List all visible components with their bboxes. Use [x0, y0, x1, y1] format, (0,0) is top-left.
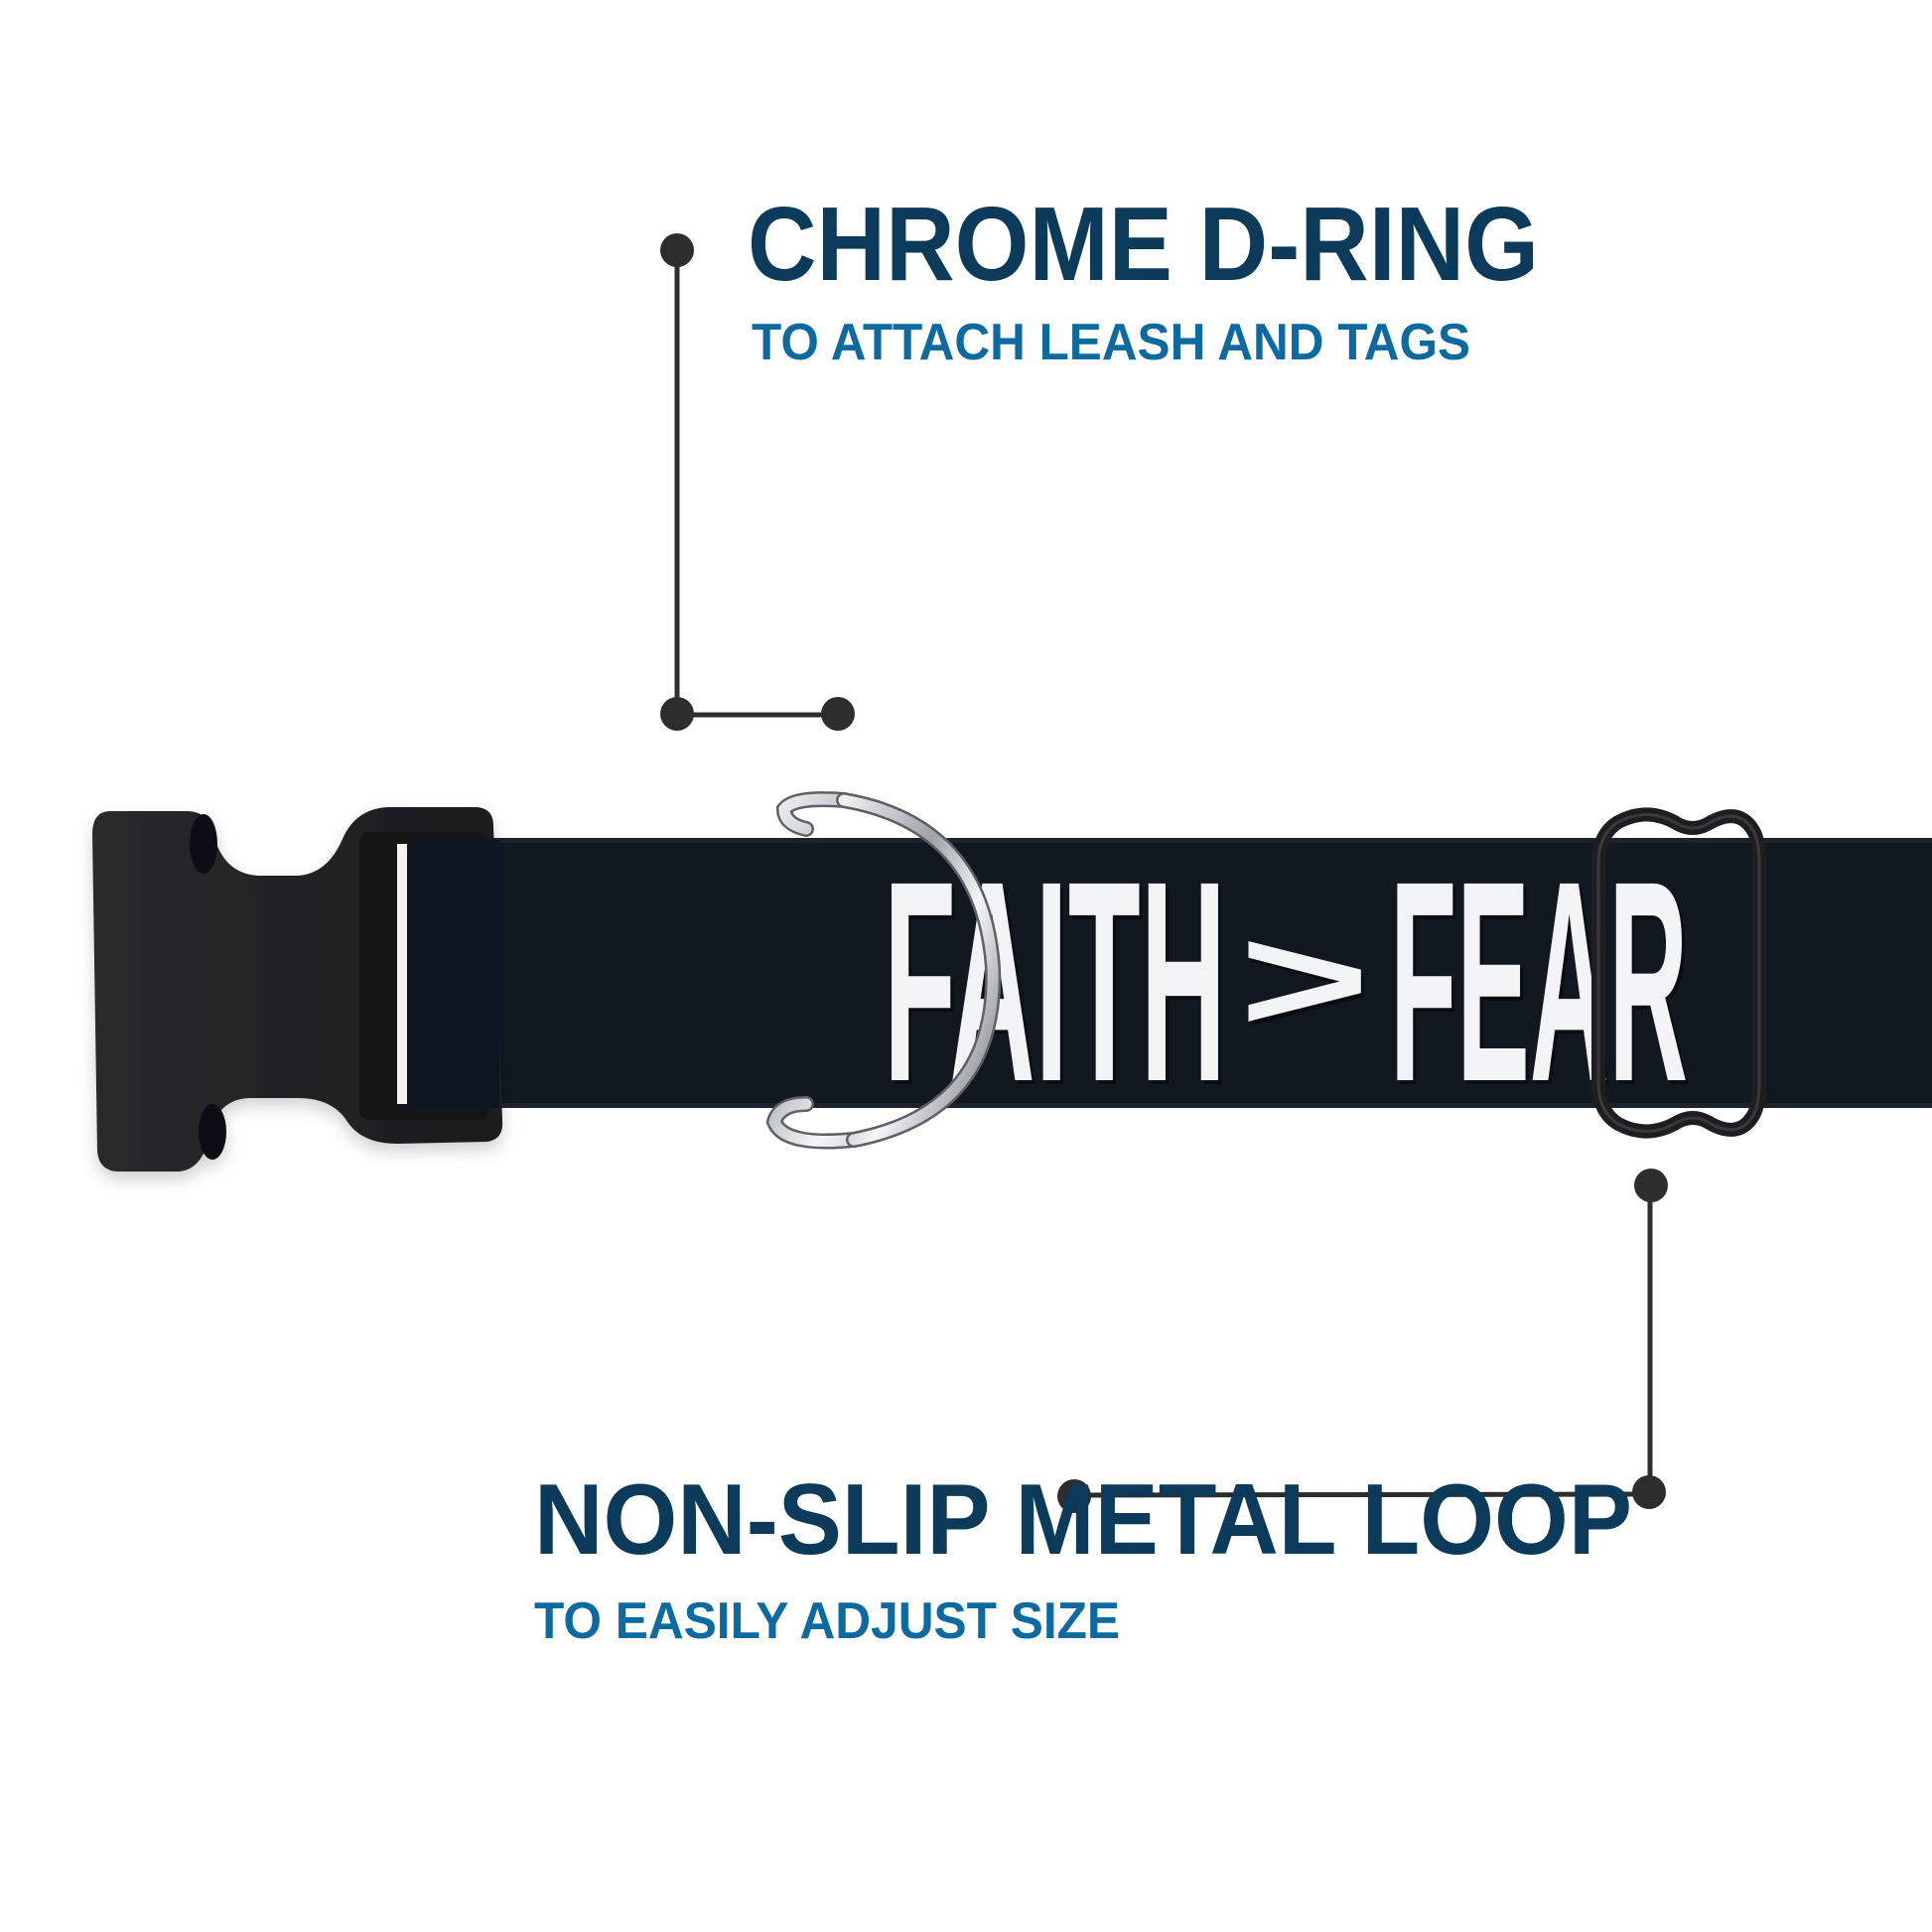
strap-word-fear-shadow: FEAR [1393, 826, 1691, 1146]
strap-word-faith-face: FAITH [884, 822, 1226, 1142]
callout-subtitle: TO EASILY ADJUST SIZE [534, 1592, 1120, 1650]
strap-word-fear: FEAR [1390, 822, 1688, 1142]
collar-strap [407, 838, 1932, 1108]
strap-symbol-greater-than-shadow: > [1242, 899, 1373, 1066]
metal-loop-slider [1591, 807, 1766, 1139]
callout-metal-loop: NON-SLIP METAL LOOP TO EASILY ADJUST SIZ… [534, 1464, 1632, 1650]
side-release-buckle [92, 807, 503, 1172]
connector-dot-icon [660, 233, 694, 267]
chrome-d-ring-front [836, 792, 1002, 1148]
connector-dot-icon [660, 697, 694, 731]
connector-dot-icon [1057, 1479, 1091, 1513]
callout-title: CHROME D-RING [748, 186, 1539, 303]
loop-connector [1057, 1169, 1668, 1513]
d-ring-connector [660, 233, 855, 731]
strap-print: FAITH FAITH > > FEAR FEAR [884, 822, 1691, 1146]
connector-dot-icon [1632, 1475, 1666, 1509]
callout-subtitle: TO ATTACH LEASH AND TAGS [752, 314, 1470, 371]
connector-dot-icon [821, 697, 855, 731]
callout-title: NON-SLIP METAL LOOP [534, 1464, 1632, 1576]
strap-symbol-greater-than: > [1239, 896, 1370, 1062]
connector-dot-icon [1634, 1169, 1668, 1202]
callout-d-ring: CHROME D-RING TO ATTACH LEASH AND TAGS [748, 186, 1539, 371]
